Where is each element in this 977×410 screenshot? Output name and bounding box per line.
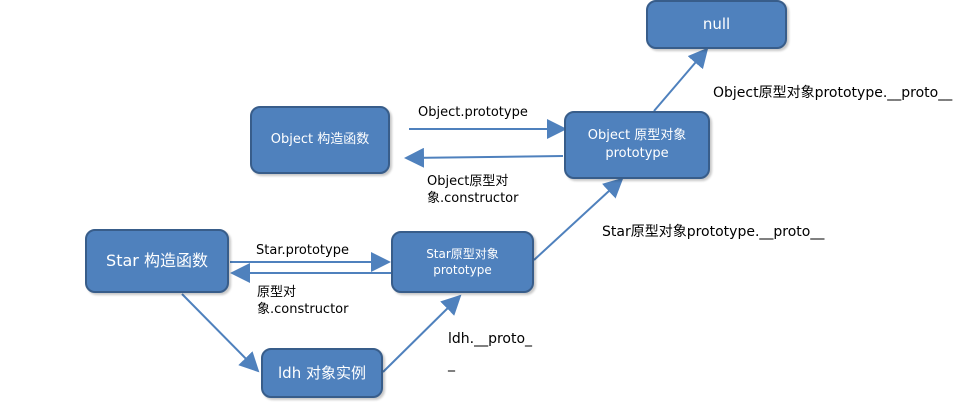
edge-label-star-constructor-line1: 原型对 — [257, 285, 297, 300]
edge-label-object-constructor-line1: Object原型对 — [427, 174, 509, 189]
arrow-object-proto-to-null — [653, 47, 709, 112]
star-prototype-title: Star原型对象 — [426, 246, 499, 261]
star-constructor-label: Star 构造函数 — [106, 251, 208, 271]
edge-label-star-prototype-proto: Star原型对象prototype.__proto__ — [602, 224, 825, 240]
object-constructor-label: Object 构造函数 — [270, 132, 370, 148]
null-node-label: null — [702, 15, 731, 34]
arrow-star-proto-to-object-proto — [533, 177, 624, 261]
object-prototype-subtitle: prototype — [605, 146, 669, 161]
edge-label-ldh-proto-line1: ldh.__proto_ — [448, 331, 533, 347]
object-prototype-title: Object 原型对象 — [587, 128, 687, 144]
edge-label-object-constructor-line2: 象.constructor — [427, 191, 519, 206]
star-prototype-node: Star原型对象 prototype — [391, 231, 534, 293]
edge-label-object-prototype: Object.prototype — [418, 105, 528, 120]
ldh-instance-label: ldh 对象实例 — [278, 363, 366, 382]
edge-label-object-prototype-proto: Object原型对象prototype.__proto__ — [713, 85, 953, 101]
star-constructor-node: Star 构造函数 — [85, 229, 229, 293]
arrow-star-ctor-to-ldh — [181, 293, 260, 373]
object-prototype-node: Object 原型对象 prototype — [564, 111, 710, 179]
edge-label-star-constructor-line2: 象.constructor — [257, 302, 349, 317]
arrow-object-proto-to-object-ctor — [404, 147, 564, 168]
edge-label-ldh-proto-line2: _ — [448, 356, 455, 372]
null-node: null — [646, 0, 787, 49]
star-prototype-subtitle: prototype — [433, 263, 492, 277]
ldh-instance-node: ldh 对象实例 — [261, 348, 383, 398]
arrow-ldh-to-star-proto — [382, 294, 462, 373]
object-constructor-node: Object 构造函数 — [250, 106, 390, 174]
edge-label-star-prototype: Star.prototype — [256, 243, 349, 258]
